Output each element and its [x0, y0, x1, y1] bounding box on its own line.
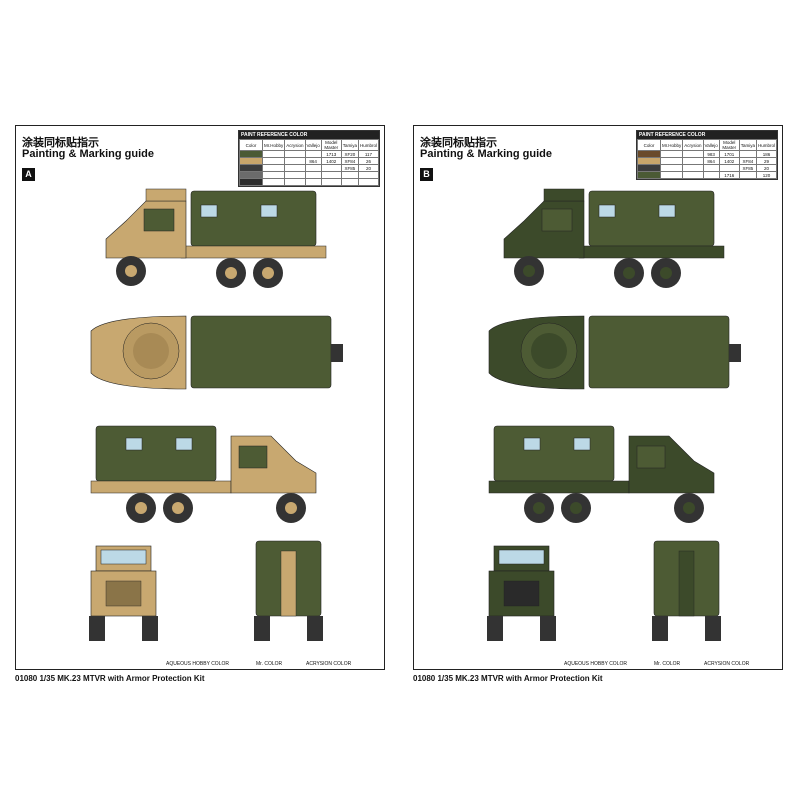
sheet-a: 涂装同标贴指示 Painting & Marking guide A PAINT… — [15, 125, 385, 670]
ref-cell: 864 — [304, 157, 322, 165]
truck-side-view-right — [105, 188, 327, 288]
color-swatch — [239, 164, 263, 172]
ref-header: Mr.Hobby — [261, 139, 286, 151]
title-english: Painting & Marking guide — [420, 148, 553, 160]
sheet-b: 涂装同标贴指示 Painting & Marking guide B PAINT… — [413, 125, 783, 670]
truck-top-view — [90, 315, 343, 390]
title-chinese: 涂装同标贴指示 — [420, 137, 497, 149]
title-chinese: 涂装同标贴指示 — [22, 137, 99, 149]
ref-cell: 1716 — [718, 171, 740, 179]
ref-cell: 117 — [357, 150, 380, 158]
ref-header: Mr.Hobby — [659, 139, 684, 151]
ref-cell: 186 — [755, 150, 778, 158]
ref-header: Humbrol — [357, 139, 380, 151]
ref-cell: 26 — [357, 157, 380, 165]
ref-header: Tamiya — [738, 139, 757, 151]
ref-header-row: Color Mr.Hobby Acrysion Vallejo Model Ma… — [239, 139, 380, 151]
ref-header: Model Master — [320, 139, 342, 151]
ref-cell: 1701 — [718, 150, 740, 158]
color-legend: AQUEOUS HOBBY COLOR Mr. COLOR ACRYSION C… — [16, 658, 384, 670]
truck-rear-view — [254, 540, 323, 641]
ref-cell: 20 — [755, 164, 778, 172]
truck-rear-view — [652, 540, 721, 641]
ref-row — [239, 171, 380, 179]
legend-acrysion: ACRYSION COLOR — [306, 661, 352, 667]
ref-cell: 1402 — [718, 157, 740, 165]
ref-cell: 29 — [755, 157, 778, 165]
color-swatch — [239, 171, 263, 179]
ref-header: Acrysion — [284, 139, 306, 151]
color-swatch — [637, 157, 661, 165]
legend-acrysion: ACRYSION COLOR — [704, 661, 750, 667]
ref-header: Vallejo — [702, 139, 720, 151]
color-swatch — [637, 150, 661, 158]
title-english: Painting & Marking guide — [22, 148, 155, 160]
ref-cell: 120 — [755, 171, 778, 179]
ref-cell: XF20 — [340, 150, 359, 158]
truck-front-view — [89, 545, 158, 641]
truck-side-view-left — [488, 425, 715, 523]
ref-cell: XF85 — [738, 164, 757, 172]
color-swatch — [239, 150, 263, 158]
color-swatch — [637, 164, 661, 172]
scheme-letter: B — [420, 168, 433, 181]
ref-header: Vallejo — [304, 139, 322, 151]
ref-header-row: Color Mr.Hobby Acrysion Vallejo Model Ma… — [637, 139, 778, 151]
product-caption: 01080 1/35 MK.23 MTVR with Armor Protect… — [15, 674, 205, 683]
ref-cell: 983 — [702, 150, 720, 158]
ref-cell: 1713 — [320, 150, 342, 158]
legend-mr-color: Mr. COLOR — [256, 661, 283, 667]
truck-side-view-left — [90, 425, 317, 523]
ref-cell: XF84 — [340, 157, 359, 165]
truck-top-view — [488, 315, 741, 390]
paint-reference-table: PAINT REFERENCE COLOR Color Mr.Hobby Acr… — [238, 130, 380, 187]
paint-reference-table: PAINT REFERENCE COLOR Color Mr.Hobby Acr… — [636, 130, 778, 180]
ref-cell: XF85 — [340, 164, 359, 172]
ref-cell: XF84 — [738, 157, 757, 165]
paint-reference-title: PAINT REFERENCE COLOR — [239, 131, 379, 139]
scheme-letter: A — [22, 168, 35, 181]
ref-cell: 864 — [702, 157, 720, 165]
legend-aqueous: AQUEOUS HOBBY COLOR — [166, 661, 229, 667]
ref-cell: 1402 — [320, 157, 342, 165]
color-swatch — [239, 157, 263, 165]
ref-header: Tamiya — [340, 139, 359, 151]
truck-side-view-right — [503, 188, 725, 288]
ref-row: 1716 120 — [637, 171, 778, 179]
ref-header: Color — [637, 139, 661, 151]
legend-mr-color: Mr. COLOR — [654, 661, 681, 667]
paint-reference-title: PAINT REFERENCE COLOR — [637, 131, 777, 139]
ref-row — [239, 178, 380, 186]
ref-cell: 20 — [357, 164, 380, 172]
ref-header: Humbrol — [755, 139, 778, 151]
ref-header: Model Master — [718, 139, 740, 151]
ref-header: Acrysion — [682, 139, 704, 151]
color-legend: AQUEOUS HOBBY COLOR Mr. COLOR ACRYSION C… — [414, 658, 782, 670]
product-caption: 01080 1/35 MK.23 MTVR with Armor Protect… — [413, 674, 603, 683]
legend-aqueous: AQUEOUS HOBBY COLOR — [564, 661, 627, 667]
truck-front-view — [487, 545, 556, 641]
ref-header: Color — [239, 139, 263, 151]
color-swatch — [637, 171, 661, 179]
